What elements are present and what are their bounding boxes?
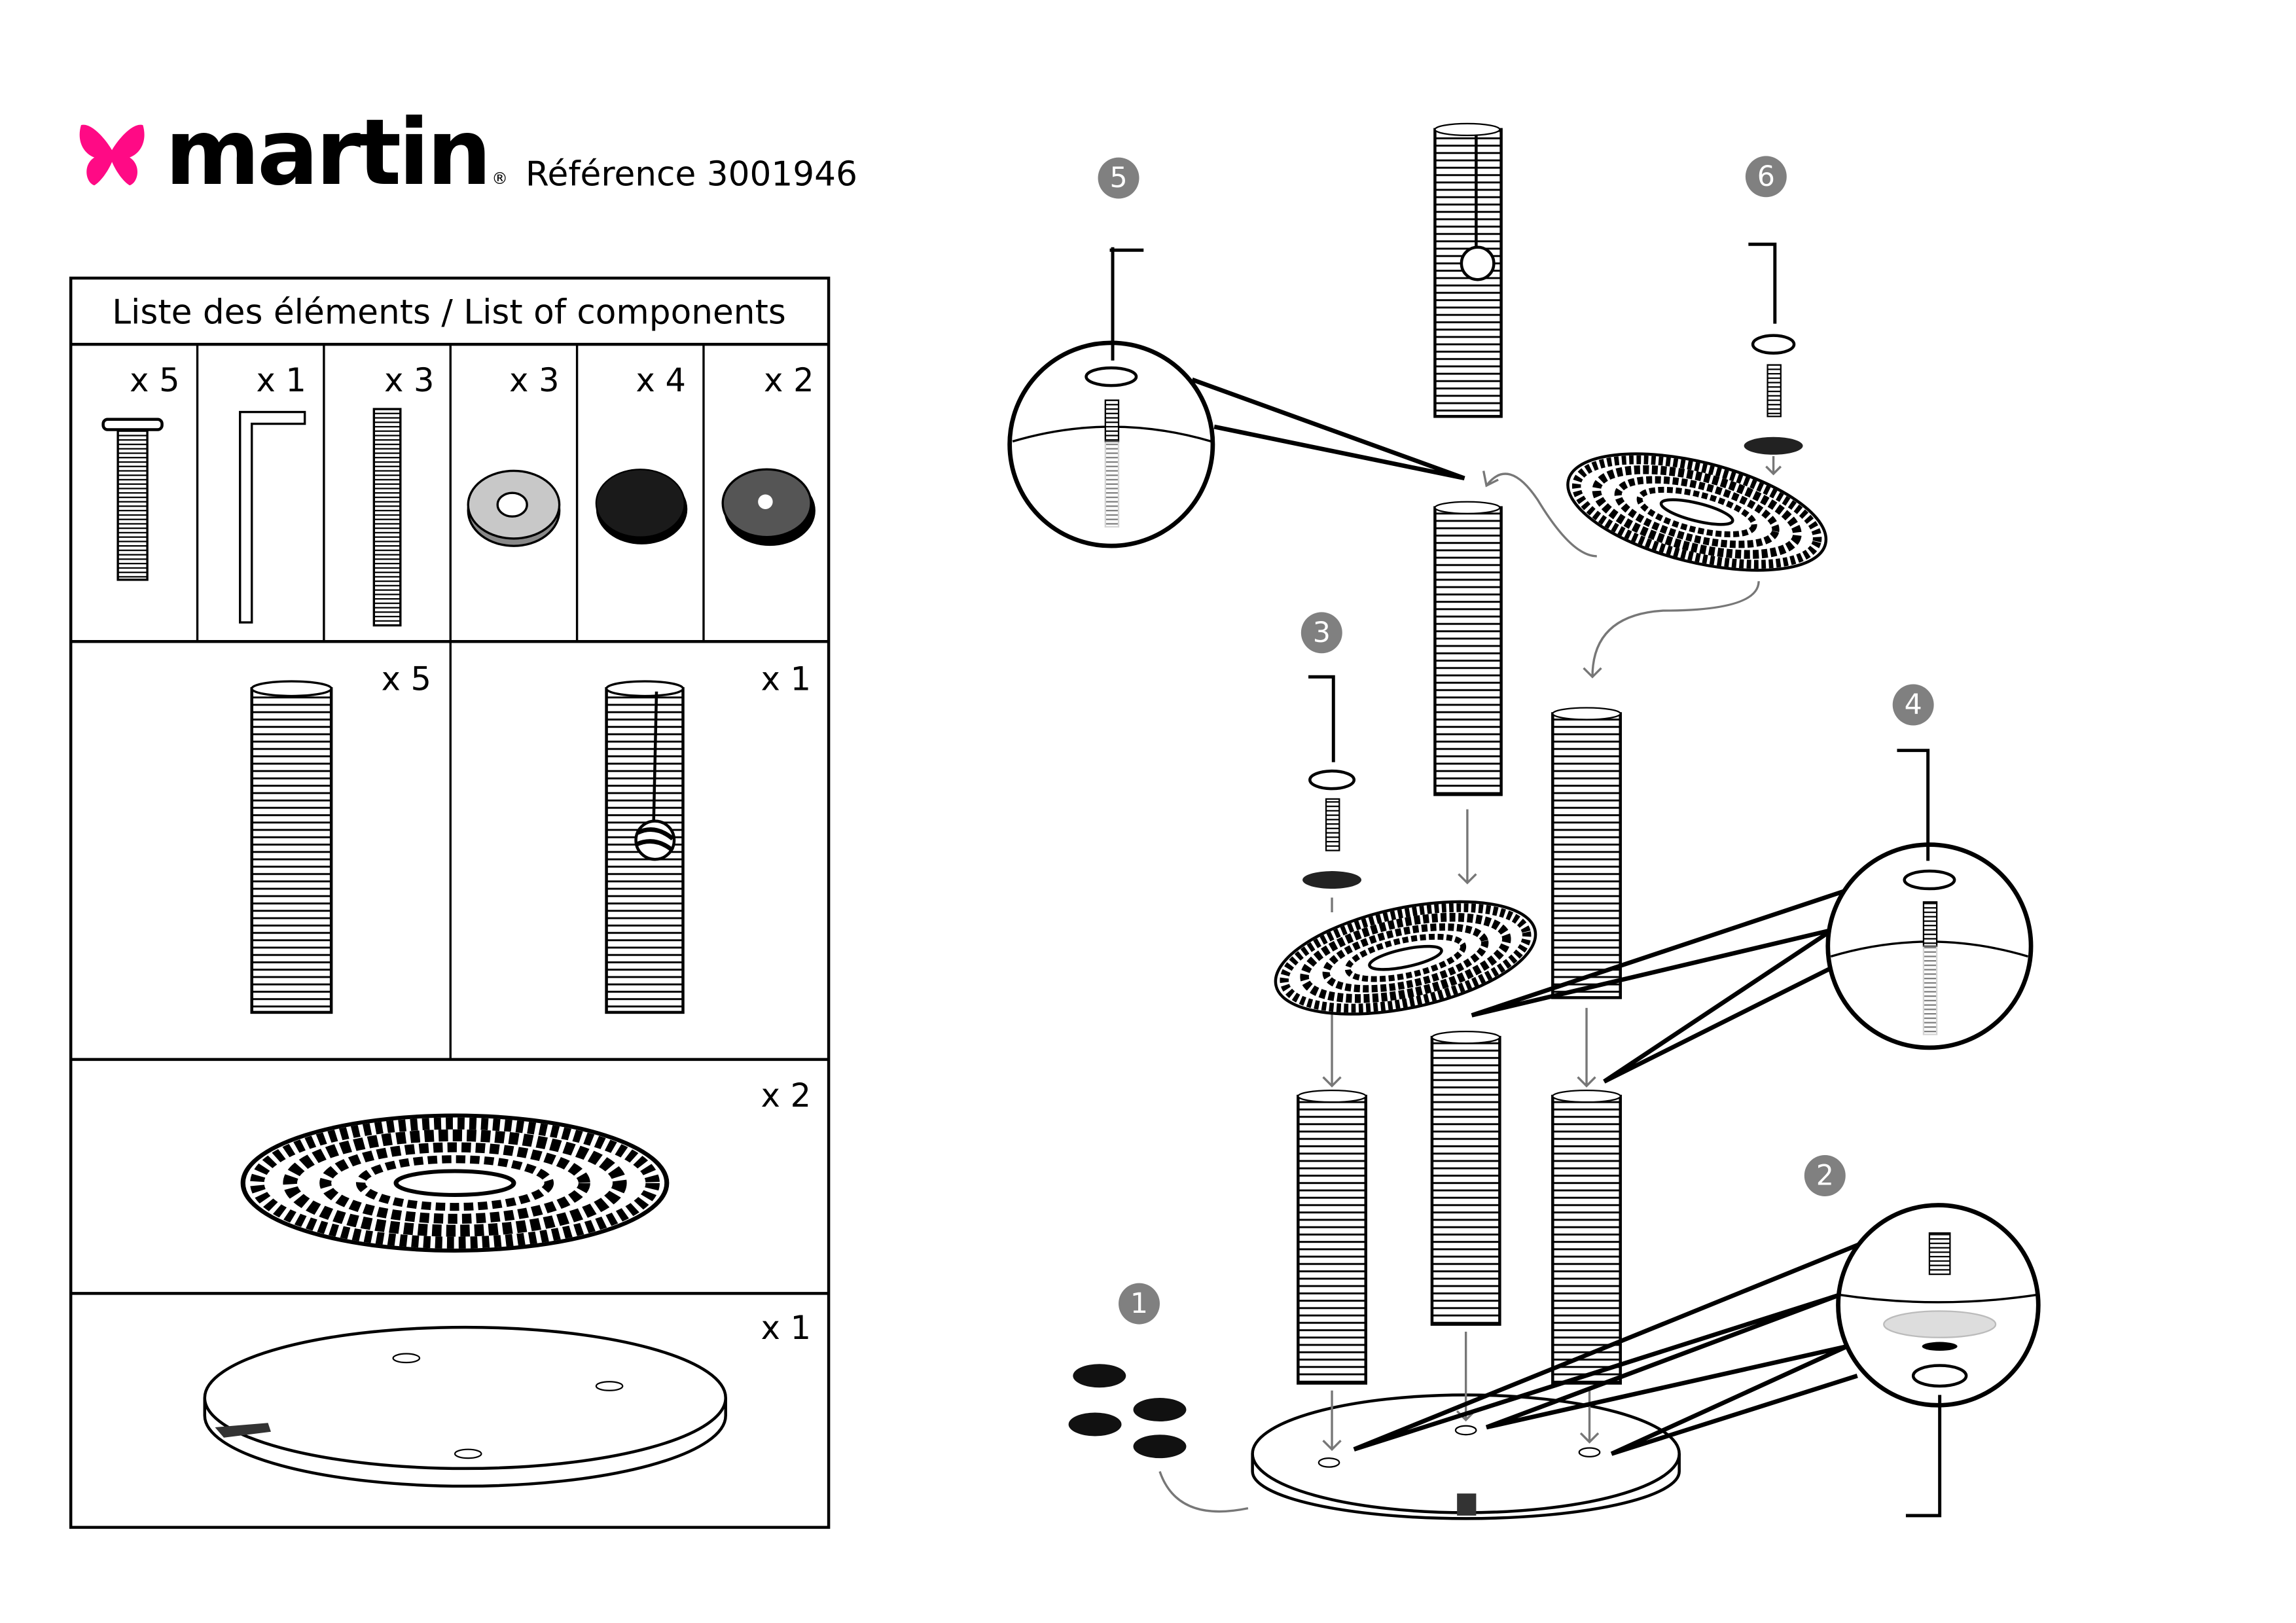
felt-pad-icon <box>595 469 688 544</box>
platform-top <box>1556 431 1838 592</box>
step-badge-1: 1 <box>1119 1283 1160 1325</box>
step-number: 1 <box>1130 1287 1148 1320</box>
step-number: 6 <box>1757 160 1775 193</box>
step-number: 2 <box>1816 1159 1834 1192</box>
post-middle-center <box>1433 501 1503 796</box>
step-number: 4 <box>1905 688 1922 721</box>
woven-platform-icon <box>243 1116 667 1251</box>
qty-base-plate: x 1 <box>761 1309 811 1347</box>
reference-number: Référence 3001946 <box>526 154 857 194</box>
registered-mark: ® <box>492 169 508 188</box>
post-middle-right <box>1551 707 1622 999</box>
components-title: Liste des éléments / List of components <box>112 293 786 332</box>
base-plate <box>1251 1393 1681 1520</box>
step-badge-5: 5 <box>1098 157 1139 199</box>
detail-callout-4 <box>1471 749 2034 1084</box>
rubber-washer-icon <box>721 468 816 546</box>
felt-pads <box>1068 1364 1187 1459</box>
qty-bolt: x 5 <box>130 361 179 399</box>
base-plate-icon <box>203 1325 727 1488</box>
post-bottom-right <box>1551 1089 1622 1385</box>
qty-rubber-washer: x 2 <box>764 361 814 399</box>
step3-hardware <box>1302 675 1362 889</box>
brand-name: martin <box>165 99 489 205</box>
assembly-diagram: 1 2 3 4 5 6 <box>1007 122 2041 1520</box>
brand-logo: martin ® <box>79 99 508 205</box>
butterfly-icon <box>79 124 145 186</box>
sisal-post-icon <box>250 680 333 1014</box>
platform-middle <box>1266 882 1546 1035</box>
qty-sisal-post-toy: x 1 <box>761 660 811 698</box>
qty-washer: x 3 <box>509 361 559 399</box>
detail-callout-5 <box>1007 247 1465 548</box>
allen-key-icon <box>239 410 306 624</box>
qty-woven-platform: x 2 <box>761 1077 811 1115</box>
step-badge-2: 2 <box>1804 1155 1846 1196</box>
sisal-post-toy-icon <box>605 680 685 1014</box>
qty-sisal-post: x 5 <box>382 660 431 698</box>
step-number: 5 <box>1109 162 1127 194</box>
step-badge-6: 6 <box>1745 156 1787 198</box>
washer-icon <box>467 469 561 547</box>
step6-hardware <box>1744 242 1803 455</box>
post-bottom-left <box>1297 1089 1368 1385</box>
post-top-with-toy <box>1433 122 1503 418</box>
step-badge-3: 3 <box>1300 612 1342 654</box>
components-table: Liste des éléments / List of components … <box>69 276 831 1529</box>
step-badge-4: 4 <box>1892 684 1934 726</box>
qty-threaded-rod: x 3 <box>384 361 434 399</box>
threaded-rod-icon <box>372 408 402 627</box>
bolt-icon <box>101 418 164 581</box>
qty-felt-pad: x 4 <box>636 361 686 399</box>
post-bottom-center <box>1430 1031 1501 1326</box>
step-number: 3 <box>1313 616 1331 649</box>
detail-callout-2 <box>1353 1203 2041 1518</box>
qty-allen-key: x 1 <box>256 361 306 399</box>
